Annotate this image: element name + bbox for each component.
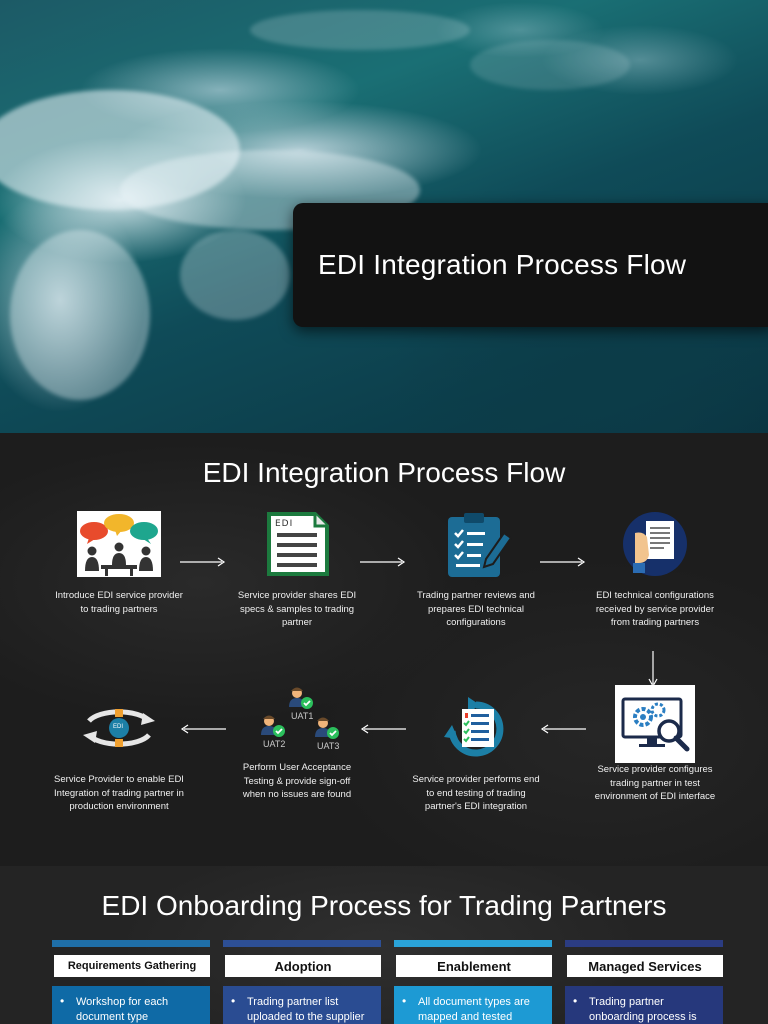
ocean-foam xyxy=(0,90,240,210)
uat3-label: UAT3 xyxy=(317,741,340,751)
ocean-foam xyxy=(10,230,150,400)
column-body: All document types are mapped and tested xyxy=(394,986,552,1024)
step-caption: Introduce EDI service provider to tradin… xyxy=(55,590,183,615)
onboarding-column: Adoption Trading partner list uploaded t… xyxy=(223,940,381,1024)
onboarding-column: Managed Services Trading partner onboard… xyxy=(565,940,723,1024)
arrow-left-icon xyxy=(180,724,226,734)
hero-title-box: EDI Integration Process Flow xyxy=(293,203,768,327)
hand-document-icon xyxy=(613,511,697,581)
ocean-foam xyxy=(250,10,470,50)
uat2-label: UAT2 xyxy=(263,739,286,749)
column-label: Enablement xyxy=(396,955,552,977)
step-caption: Service provider performs end to end tes… xyxy=(412,774,540,812)
column-bar xyxy=(223,940,381,947)
column-label: Requirements Gathering xyxy=(54,955,210,977)
uat1-label: UAT1 xyxy=(291,711,314,721)
arrow-right-icon xyxy=(360,557,406,567)
arrow-left-icon xyxy=(360,724,406,734)
column-bar xyxy=(52,940,210,947)
flow-step-5: Service provider configures trading part… xyxy=(590,685,720,804)
hero-banner: EDI Integration Process Flow xyxy=(0,0,768,433)
edi-exchange-label: EDI xyxy=(113,724,124,730)
uat-users-icon: UAT1 UAT2 UAT3 xyxy=(247,685,347,761)
meeting-icon xyxy=(77,511,161,581)
flow-step-3: Trading partner reviews and prepares EDI… xyxy=(411,511,541,630)
flow-step-4: EDI technical configurations received by… xyxy=(590,511,720,630)
clipboard-checklist-icon xyxy=(434,511,518,581)
column-label: Adoption xyxy=(225,955,381,977)
edi-document-icon: EDI xyxy=(255,511,339,581)
column-body: Trading partner onboarding process is xyxy=(565,986,723,1024)
column-body: Workshop for each document type xyxy=(52,986,210,1024)
flow-step-7: UAT1 UAT2 UAT3 Perform User Acceptance T… xyxy=(232,685,362,802)
step-caption: Service provider configures trading part… xyxy=(594,764,716,802)
edi-exchange-cycle-icon: EDI xyxy=(77,695,161,765)
flow-step-6: Service provider performs end to end tes… xyxy=(411,695,541,814)
ocean-foam xyxy=(470,40,630,90)
flow-step-2: EDI Service provider shares EDI specs & … xyxy=(232,511,362,630)
flow-step-8: EDI Service Provider to enable EDI Integ… xyxy=(54,695,184,814)
onboarding-section: EDI Onboarding Process for Trading Partn… xyxy=(0,866,768,1024)
arrow-right-icon xyxy=(180,557,226,567)
column-label: Managed Services xyxy=(567,955,723,977)
ocean-foam xyxy=(180,230,290,320)
step-caption: EDI technical configurations received by… xyxy=(595,590,715,628)
arrow-left-icon xyxy=(540,724,586,734)
process-flow-section: EDI Integration Process Flow xyxy=(0,433,768,866)
arrow-down-icon xyxy=(648,651,658,687)
column-bar xyxy=(565,940,723,947)
onboarding-column: Requirements Gathering Workshop for each… xyxy=(52,940,210,1024)
column-bar xyxy=(394,940,552,947)
checklist-cycle-icon xyxy=(434,695,518,765)
flow-step-1: Introduce EDI service provider to tradin… xyxy=(54,511,184,616)
onboarding-column: Enablement All document types are mapped… xyxy=(394,940,552,1024)
step-caption: Trading partner reviews and prepares EDI… xyxy=(417,590,535,628)
monitor-gears-search-icon xyxy=(613,685,697,765)
arrow-right-icon xyxy=(540,557,586,567)
hero-title: EDI Integration Process Flow xyxy=(318,249,687,280)
edi-doc-label: EDI xyxy=(275,519,294,529)
onboarding-title: EDI Onboarding Process for Trading Partn… xyxy=(101,890,667,921)
step-caption: Service Provider to enable EDI Integrati… xyxy=(54,774,184,812)
flow-title: EDI Integration Process Flow xyxy=(202,457,566,488)
column-body: Trading partner list uploaded to the sup… xyxy=(223,986,381,1024)
step-caption: Perform User Acceptance Testing & provid… xyxy=(242,762,352,800)
step-caption: Service provider shares EDI specs & samp… xyxy=(237,590,357,628)
